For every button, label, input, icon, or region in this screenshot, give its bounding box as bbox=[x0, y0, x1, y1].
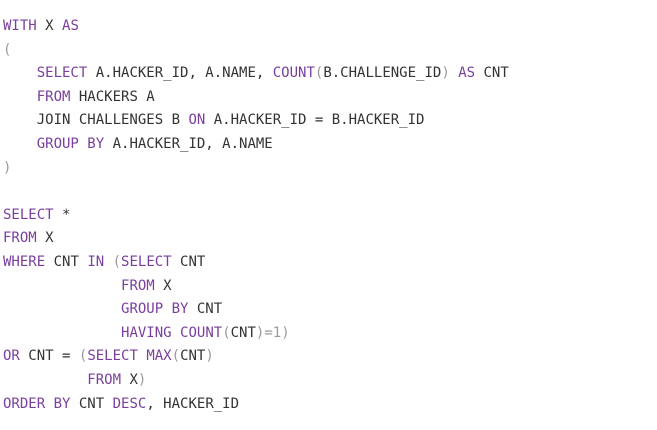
sql-punctuation: ( bbox=[112, 253, 122, 270]
sql-text bbox=[3, 325, 121, 341]
sql-text bbox=[3, 372, 87, 388]
sql-text bbox=[3, 278, 121, 294]
sql-text: CNT bbox=[180, 348, 206, 365]
code-line: SELECT A.HACKER_ID, A.NAME, COUNT(B.CHAL… bbox=[3, 62, 509, 86]
sql-keyword: ORDER BY bbox=[3, 395, 71, 412]
sql-text bbox=[3, 89, 37, 105]
sql-keyword: FROM bbox=[36, 88, 71, 105]
sql-text: CNT bbox=[45, 253, 88, 270]
sql-punctuation: ( bbox=[314, 65, 324, 82]
sql-punctuation: ( bbox=[222, 324, 231, 341]
code-line: GROUP BY CNT bbox=[3, 298, 509, 322]
sql-keyword: IN bbox=[87, 253, 105, 270]
sql-keyword: AS bbox=[458, 65, 476, 82]
sql-keyword: GROUP BY bbox=[121, 301, 189, 318]
sql-punctuation: ) bbox=[441, 65, 450, 82]
sql-text: JOIN CHALLENGES B bbox=[3, 112, 189, 129]
sql-punctuation: ) bbox=[3, 159, 12, 176]
sql-keyword: GROUP BY bbox=[36, 135, 105, 152]
sql-text bbox=[104, 254, 112, 270]
code-line: FROM X bbox=[3, 227, 509, 251]
sql-text: X bbox=[154, 277, 172, 294]
code-line: SELECT * bbox=[3, 204, 509, 228]
code-line: FROM HACKERS A bbox=[3, 86, 509, 110]
code-line: ) bbox=[3, 157, 509, 181]
sql-keyword: WHERE bbox=[3, 253, 46, 270]
code-line: WITH X AS bbox=[3, 15, 509, 39]
sql-keyword: COUNT bbox=[180, 324, 223, 341]
sql-text: CNT bbox=[475, 65, 509, 82]
sql-keyword: COUNT bbox=[272, 65, 315, 82]
sql-text: * bbox=[53, 206, 71, 223]
sql-text: A.HACKER_ID, A.NAME, bbox=[87, 65, 273, 82]
code-line: ORDER BY CNT DESC, HACKER_ID bbox=[3, 393, 509, 417]
code-line: WHERE CNT IN (SELECT CNT bbox=[3, 251, 509, 275]
sql-text: A.HACKER_ID = B.HACKER_ID bbox=[205, 112, 425, 129]
sql-text: CNT = bbox=[19, 348, 79, 365]
sql-punctuation: ) bbox=[137, 371, 147, 388]
sql-punctuation: )=1) bbox=[255, 324, 290, 341]
sql-keyword: SELECT bbox=[87, 348, 138, 365]
sql-keyword: SELECT bbox=[3, 206, 54, 223]
sql-text bbox=[450, 65, 458, 81]
sql-keyword: ON bbox=[188, 112, 206, 129]
sql-text: X bbox=[121, 371, 138, 388]
sql-text bbox=[3, 136, 37, 152]
code-line: HAVING COUNT(CNT)=1) bbox=[3, 322, 509, 346]
sql-keyword: FROM bbox=[87, 371, 122, 388]
sql-punctuation: ) bbox=[205, 348, 214, 365]
sql-keyword: SELECT bbox=[121, 253, 172, 270]
code-line: GROUP BY A.HACKER_ID, A.NAME bbox=[3, 133, 509, 157]
sql-text: X bbox=[36, 230, 54, 247]
sql-keyword: DESC bbox=[112, 395, 147, 412]
code-line: FROM X bbox=[3, 275, 509, 299]
sql-text: CNT bbox=[188, 301, 223, 318]
sql-keyword: MAX bbox=[146, 348, 172, 365]
sql-code-block: WITH X AS ( SELECT A.HACKER_ID, A.NAME, C… bbox=[3, 15, 509, 416]
sql-text: B.CHALLENGE_ID bbox=[323, 65, 442, 82]
sql-text: CNT bbox=[171, 253, 206, 270]
sql-text: X bbox=[36, 18, 63, 34]
code-line bbox=[3, 180, 509, 204]
sql-text: A.HACKER_ID, A.NAME bbox=[104, 135, 273, 152]
sql-keyword: SELECT bbox=[36, 65, 88, 82]
sql-keyword: WITH bbox=[3, 18, 37, 34]
sql-text: , HACKER_ID bbox=[146, 395, 240, 412]
sql-keyword: AS bbox=[62, 18, 79, 34]
sql-text: HACKERS A bbox=[70, 88, 155, 105]
sql-keyword: OR bbox=[3, 348, 20, 365]
sql-text: CNT bbox=[70, 395, 113, 412]
code-line: OR CNT = (SELECT MAX(CNT) bbox=[3, 345, 509, 369]
sql-punctuation: ( bbox=[171, 348, 181, 365]
code-line: FROM X) bbox=[3, 369, 509, 393]
sql-keyword: FROM bbox=[121, 277, 155, 294]
sql-keyword: HAVING bbox=[121, 324, 172, 341]
sql-text bbox=[172, 325, 180, 341]
sql-punctuation: ( bbox=[78, 348, 88, 365]
sql-text bbox=[3, 65, 37, 81]
sql-punctuation: ( bbox=[3, 41, 12, 58]
code-line: JOIN CHALLENGES B ON A.HACKER_ID = B.HAC… bbox=[3, 109, 509, 133]
sql-text: CNT bbox=[230, 324, 256, 341]
sql-text bbox=[3, 301, 121, 317]
code-line: ( bbox=[3, 39, 509, 63]
sql-keyword: FROM bbox=[3, 230, 37, 247]
